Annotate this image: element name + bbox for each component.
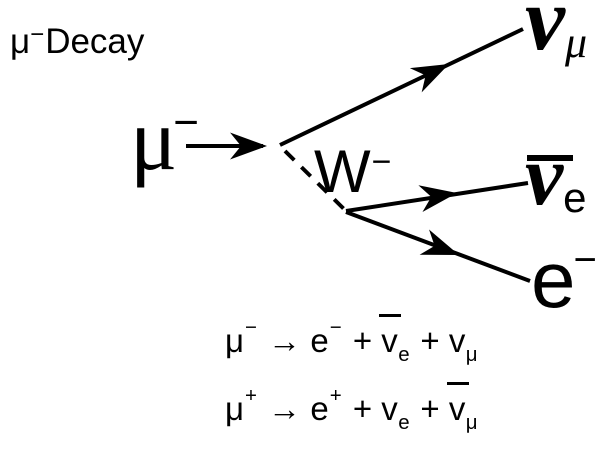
w-propagator-line [283, 149, 347, 212]
page-title: μ−Decay [10, 21, 145, 61]
nu-mu-subscript: μ [564, 17, 588, 67]
equation-mu-plus-decay: μ+ → e+ + ve + vμ [225, 385, 479, 432]
equation-token: + [411, 390, 449, 427]
muon-arrow-icon [230, 132, 267, 160]
title-particle: μ [10, 22, 31, 61]
electron-label: e− [531, 240, 597, 320]
equation-token: v [448, 322, 466, 359]
equation-token: e [310, 390, 329, 427]
equation-token: v [448, 390, 466, 427]
muon-symbol: μ [130, 92, 178, 189]
equation-token: − [329, 315, 342, 339]
equation-token: e [310, 322, 329, 359]
equation-token: v [381, 390, 398, 427]
nu-mu-label: νμ [525, 0, 587, 65]
equation-token: + [411, 322, 449, 359]
nu-mu-line [279, 27, 524, 147]
equation-token: + [329, 383, 342, 407]
w-boson-label: W− [314, 142, 392, 202]
equation-token: e [398, 342, 410, 366]
equation-token: μ [225, 390, 245, 427]
title-text: Decay [45, 22, 145, 61]
nu-mu-symbol: ν [525, 0, 565, 69]
title-charge: − [30, 21, 45, 49]
electron-charge: − [573, 238, 597, 282]
muon-label: μ− [130, 97, 199, 185]
equation-token: → [259, 322, 311, 359]
equation-token: + [245, 383, 257, 407]
equation-token: μ [465, 342, 478, 366]
muon-charge: − [173, 98, 199, 148]
equation-token: μ [465, 410, 478, 434]
equation-token: μ [225, 322, 245, 359]
w-charge: − [371, 143, 392, 182]
nu-e-bar-label: νe [525, 132, 587, 222]
equation-mu-minus-decay: μ− → e− + ve + vμ [225, 317, 479, 364]
electron-arrow-icon [419, 229, 459, 255]
nu-e-bar-subscript: e [563, 174, 587, 222]
equation-token: − [245, 315, 257, 339]
nu-e-bar-symbol: ν [525, 127, 564, 223]
electron-symbol: e [531, 235, 576, 324]
equation-token: v [381, 322, 398, 359]
nu-e-bar-arrow-icon [418, 185, 457, 212]
equation-token: + [343, 322, 382, 359]
equation-token: + [343, 390, 382, 427]
w-symbol: W [314, 138, 371, 205]
equation-token: → [259, 390, 311, 427]
nu-mu-arrow-icon [409, 64, 449, 93]
equation-token: e [398, 410, 410, 434]
